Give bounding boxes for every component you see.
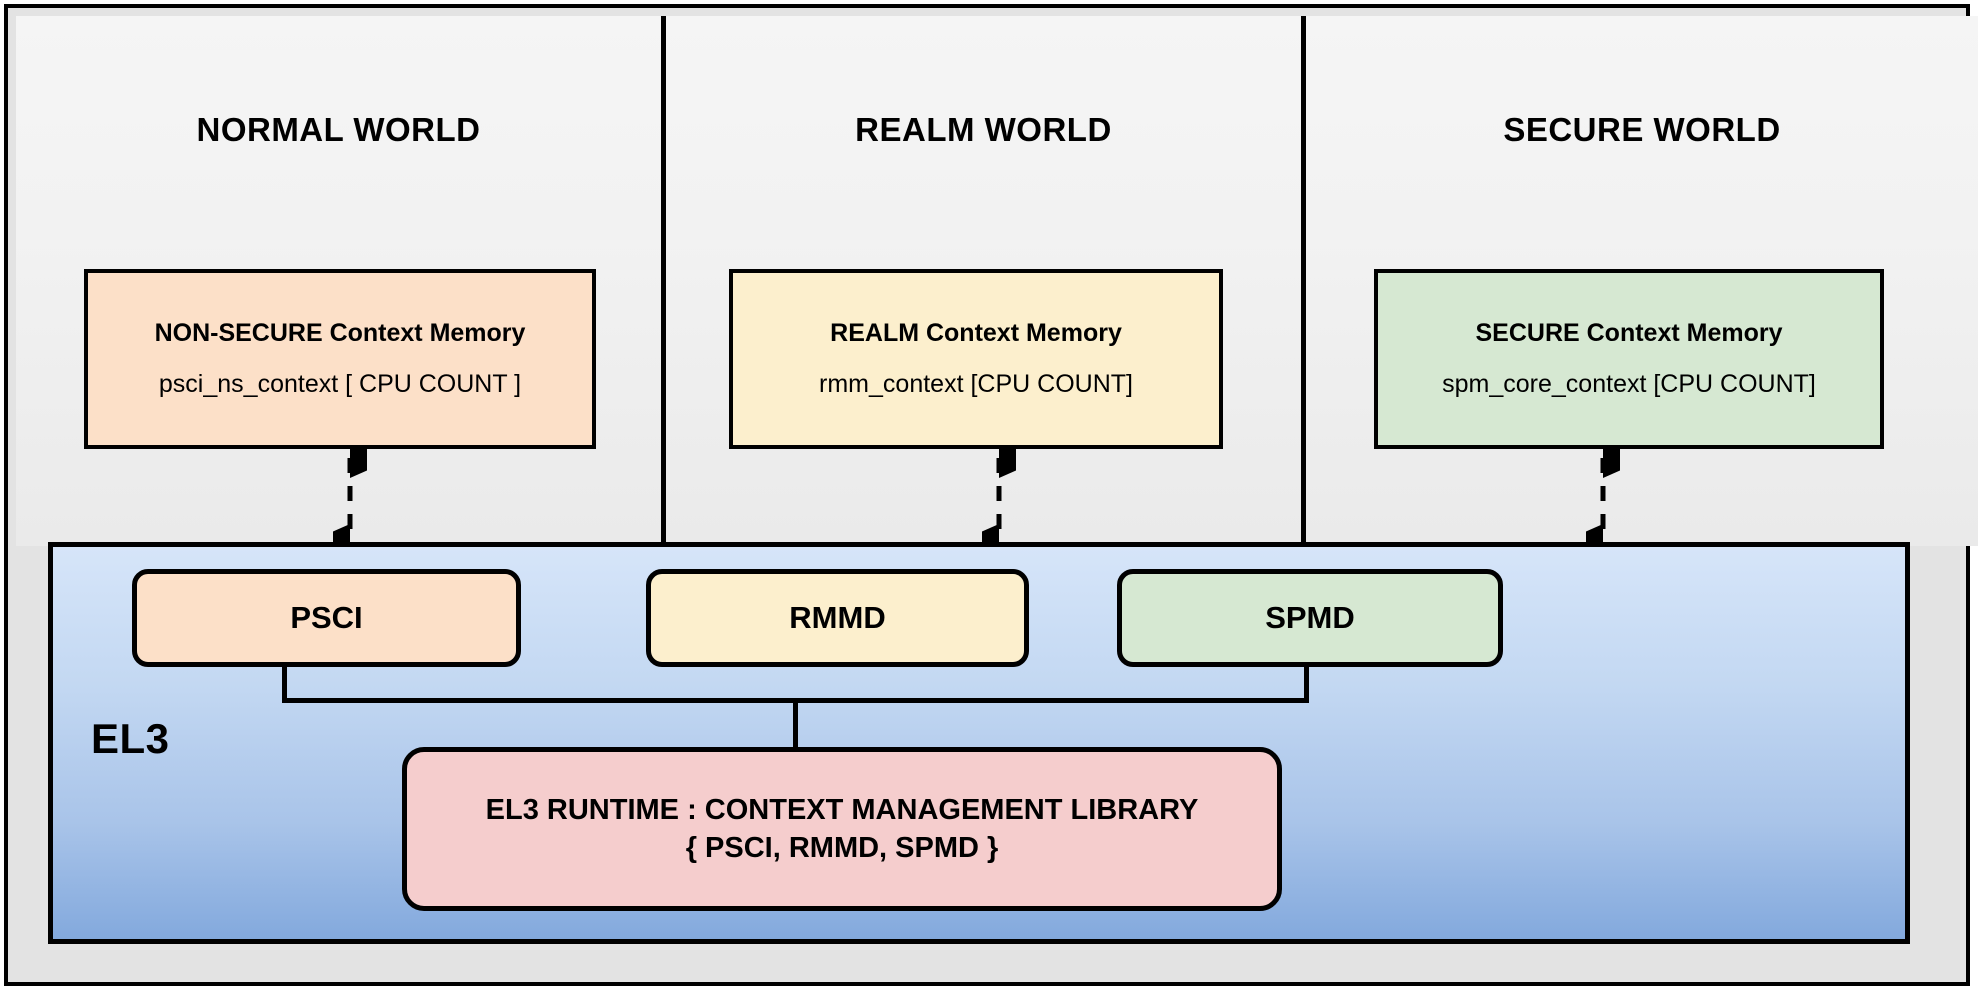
world-divider-normal-realm — [661, 16, 666, 546]
context-memory-subtitle-normal: psci_ns_context [ CPU COUNT ] — [158, 370, 522, 398]
context-memory-subtitle-realm: rmm_context [CPU COUNT] — [819, 370, 1133, 398]
el3-panel-label: EL3 — [91, 715, 170, 762]
el3-runtime-library-box[interactable]: EL3 RUNTIME : CONTEXT MANAGEMENT LIBRARY… — [402, 747, 1282, 911]
world-divider-realm-secure — [1301, 16, 1306, 546]
world-title-normal: NORMAL WORLD — [196, 111, 481, 148]
diagram-outer-frame: NORMAL WORLD NON-SECURE Context Memory p… — [4, 4, 1978, 986]
dashed-bidirectional-arrow-icon-realm — [982, 446, 1016, 556]
context-memory-subtitle-secure: spm_core_context [CPU COUNT] — [1442, 370, 1816, 398]
dispatcher-box-psci[interactable]: PSCI — [132, 569, 521, 667]
world-title-realm: REALM WORLD — [855, 111, 1112, 148]
context-memory-box-normal: NON-SECURE Context Memory psci_ns_contex… — [84, 269, 596, 449]
context-memory-title-normal: NON-SECURE Context Memory — [154, 319, 526, 347]
el3-runtime-line-2: { PSCI, RMMD, SPMD } — [685, 832, 999, 864]
context-memory-title-secure: SECURE Context Memory — [1475, 319, 1783, 347]
connector-spmd-dropline — [1304, 667, 1309, 703]
dispatcher-box-spmd[interactable]: SPMD — [1117, 569, 1503, 667]
dashed-bidirectional-arrow-icon-normal — [333, 446, 367, 556]
connector-runtime-dropline — [793, 698, 798, 751]
dispatcher-box-rmmd[interactable]: RMMD — [646, 569, 1029, 667]
world-column-realm: REALM WORLD REALM Context Memory rmm_con… — [666, 16, 1301, 546]
dashed-bidirectional-arrow-icon-secure — [1586, 446, 1620, 556]
context-memory-title-realm: REALM Context Memory — [830, 319, 1122, 347]
world-title-secure: SECURE WORLD — [1503, 111, 1781, 148]
world-column-secure: SECURE WORLD SECURE Context Memory spm_c… — [1306, 16, 1978, 546]
context-memory-box-realm: REALM Context Memory rmm_context [CPU CO… — [729, 269, 1223, 449]
world-column-normal: NORMAL WORLD NON-SECURE Context Memory p… — [16, 16, 661, 546]
connector-psci-dropline — [282, 667, 287, 703]
el3-panel: EL3 PSCI RMMD SPMD EL3 RUNTIME : CONTEXT… — [48, 542, 1910, 944]
context-memory-box-secure: SECURE Context Memory spm_core_context [… — [1374, 269, 1884, 449]
el3-runtime-line-1: EL3 RUNTIME : CONTEXT MANAGEMENT LIBRARY — [485, 793, 1199, 826]
